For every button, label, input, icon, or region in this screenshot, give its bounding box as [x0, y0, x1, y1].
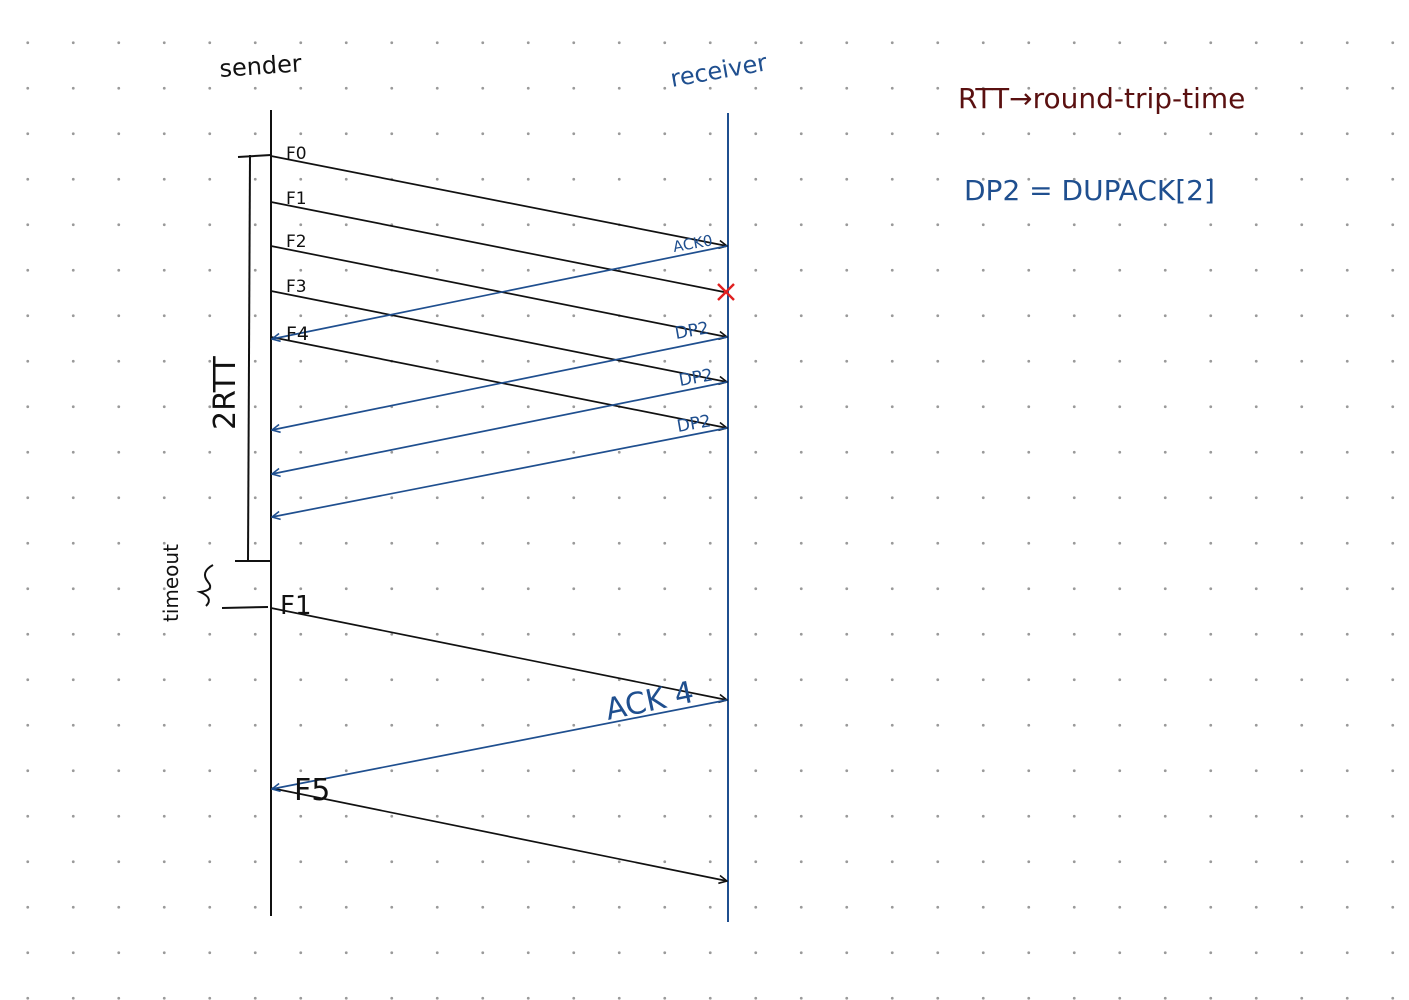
dp2-arrow-2 — [272, 381, 728, 474]
f0-label: F0 — [286, 144, 307, 164]
f4-label: F4 — [286, 323, 309, 345]
frame-arrows — [270, 155, 727, 881]
f5-arrow — [270, 787, 727, 881]
note-dp2: DP2 = DUPACK[2] — [964, 174, 1215, 207]
f1-retransmit-arrow — [270, 607, 727, 700]
note-rtt: RTT→round-trip-time — [958, 82, 1245, 115]
f5-label: F5 — [294, 773, 330, 808]
f1-label: F1 — [286, 189, 307, 209]
dp2-arrow-3 — [272, 427, 728, 517]
timeout-label: timeout — [159, 544, 183, 622]
dp2-label-3: DP2 — [675, 411, 712, 437]
f1-retransmit-label: F1 — [280, 591, 312, 621]
f2-label: F2 — [286, 232, 307, 252]
ack0-arrow — [272, 245, 728, 339]
f3-label: F3 — [286, 277, 307, 297]
ack-arrows — [272, 245, 728, 789]
ack4-arrow — [272, 699, 728, 789]
sender-label: sender — [218, 49, 302, 83]
f3-arrow — [270, 290, 727, 382]
loss-x-icon — [717, 283, 735, 301]
two-rtt-bracket — [235, 154, 272, 562]
two-rtt-label: 2RTT — [208, 355, 243, 430]
ack4-label: ACK 4 — [602, 675, 697, 728]
dp2-arrow-1 — [272, 336, 728, 430]
dp2-label-2: DP2 — [677, 365, 714, 391]
ack0-label: ACK0 — [672, 231, 714, 256]
f2-arrow — [270, 245, 727, 337]
dp2-label-1: DP2 — [673, 318, 710, 344]
receiver-label: receiver — [668, 48, 769, 93]
f1-arrow — [270, 201, 725, 293]
f0-arrow — [270, 155, 727, 246]
timeout-brace — [196, 564, 269, 609]
f4-arrow — [270, 336, 727, 428]
